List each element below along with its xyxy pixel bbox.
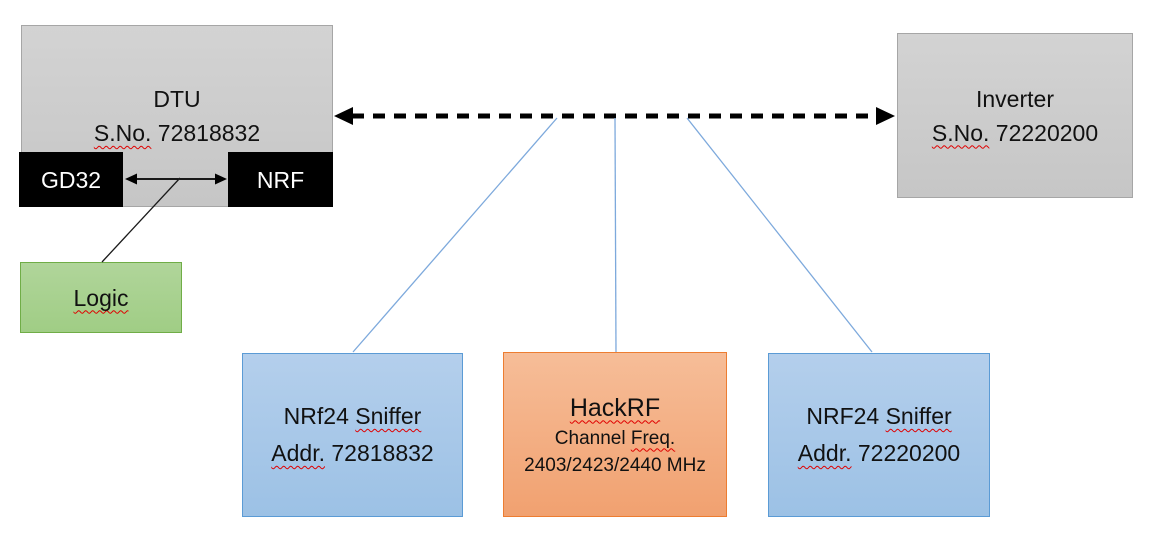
hackrf-channel-label: Channel — [554, 427, 626, 449]
hackrf-frequencies: 2403/2423/2440 MHz — [524, 454, 706, 476]
sniffer-left-role: Sniffer — [355, 403, 422, 429]
gd32-chip: GD32 — [19, 152, 123, 207]
logic-box: Logic — [20, 262, 182, 333]
dtu-serial-label: S.No. — [93, 120, 152, 146]
hackrf-title: HackRF — [569, 393, 661, 422]
dashed-arrow-right-head-icon — [876, 107, 895, 125]
connector-line-sniffer-left — [352, 117, 558, 353]
dtu-serial-line: S.No. 72818832 — [94, 116, 260, 150]
sniffer-right-name-line: NRF24 Sniffer — [806, 398, 951, 435]
inverter-box: Inverter S.No. 72220200 — [897, 33, 1133, 198]
sniffer-right-device: NRF24 — [806, 403, 880, 429]
gd32-label: GD32 — [40, 166, 102, 193]
connector-line-hackrf — [614, 117, 617, 353]
sniffer-right-address: 72220200 — [857, 440, 961, 466]
nrf-chip: NRF — [228, 152, 333, 207]
inverter-serial-line: S.No. 72220200 — [932, 116, 1098, 150]
dashed-arrow-left-head-icon — [334, 107, 353, 125]
inverter-title: Inverter — [976, 85, 1054, 112]
sniffer-left-name-line: NRf24 Sniffer — [284, 398, 422, 435]
sniffer-left-box: NRf24 Sniffer Addr. 72818832 — [242, 353, 463, 517]
sniffer-left-address: 72818832 — [331, 440, 434, 466]
hackrf-channel-line: Channel Freq. — [555, 425, 675, 452]
sniffer-left-addr-line: Addr. 72818832 — [271, 435, 433, 472]
sniffer-right-role: Sniffer — [885, 403, 952, 429]
sniffer-left-device: NRf24 — [283, 403, 349, 429]
dtu-title: DTU — [153, 86, 201, 112]
connector-line-sniffer-right — [686, 117, 873, 353]
inverter-serial-number: 72220200 — [995, 119, 1099, 146]
hackrf-freq-label: Freq. — [630, 427, 676, 449]
sniffer-right-addr-label: Addr. — [797, 440, 852, 466]
nrf-label: NRF — [256, 166, 305, 193]
sniffer-right-box: NRF24 Sniffer Addr. 72220200 — [768, 353, 990, 517]
sniffer-left-addr-label: Addr. — [271, 440, 325, 466]
dtu-serial-number: 72818832 — [157, 120, 261, 146]
sniffer-right-addr-line: Addr. 72220200 — [798, 435, 960, 472]
inverter-serial-label: S.No. — [931, 119, 990, 146]
hackrf-box: HackRF Channel Freq. 2403/2423/2440 MHz — [503, 352, 727, 517]
logic-label: Logic — [73, 284, 129, 311]
